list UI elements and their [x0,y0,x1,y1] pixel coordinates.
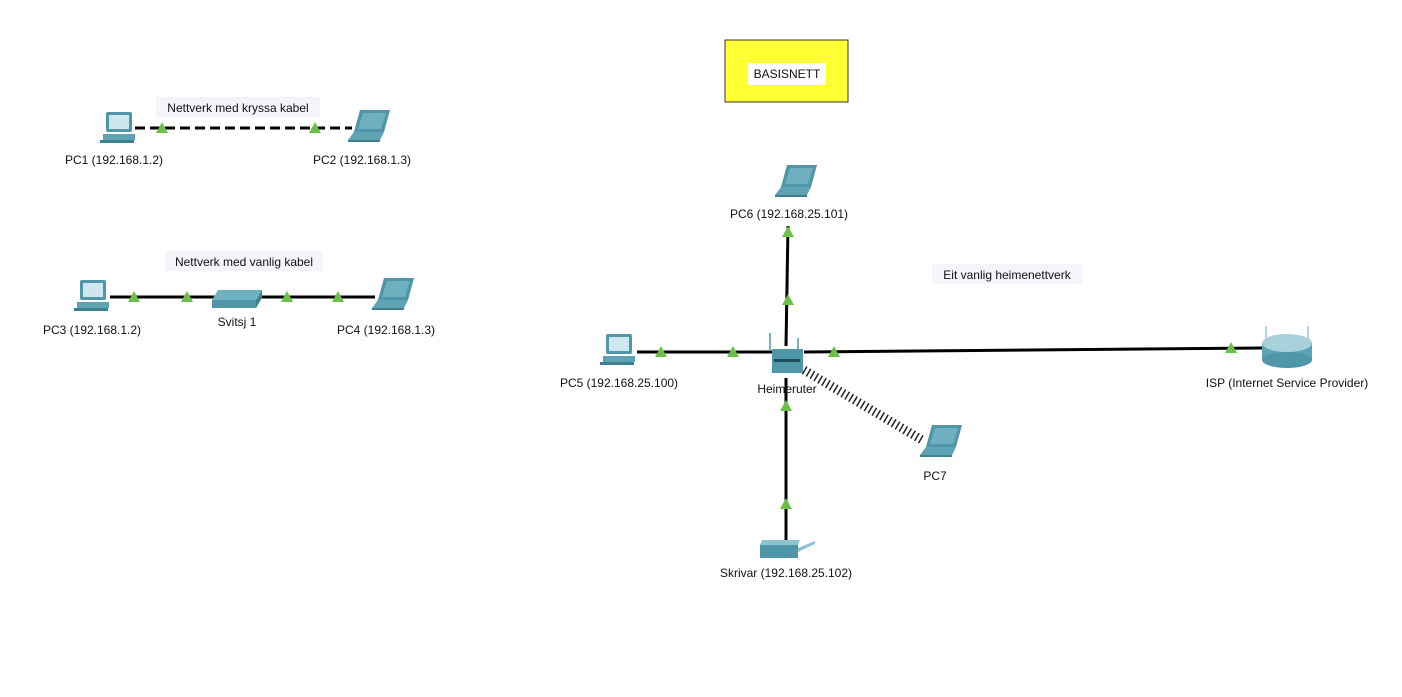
link-indicator [281,291,293,302]
pc1-label: PC1 (192.168.1.2) [65,153,163,167]
note-home: Eit vanlig heimenettverk [943,268,1071,282]
isp-router-icon[interactable] [1262,326,1312,368]
pc6-laptop-icon[interactable] [775,165,817,197]
router-label: Heimeruter [757,382,816,396]
switch1-switch-icon[interactable] [212,290,262,308]
pc5-label: PC5 (192.168.25.100) [560,376,678,390]
wireless-link-pc7[interactable] [801,366,925,444]
link-indicator [828,346,840,357]
link-indicator [128,291,140,302]
link-indicator [1225,342,1237,353]
note-crossover-bg [156,97,320,117]
pc4-laptop-icon[interactable] [372,278,414,310]
pc5-desktop-pc-icon[interactable] [600,334,635,365]
link-indicator [181,291,193,302]
router-wireless-router-icon[interactable] [769,333,803,373]
note-home-bg [932,264,1082,284]
link-indicator [780,498,792,509]
pc7-laptop-icon[interactable] [920,425,962,457]
link-indicator [655,346,667,357]
pc3-desktop-pc-icon[interactable] [74,280,109,311]
pc6-label: PC6 (192.168.25.101) [730,207,848,221]
note-straight-bg [165,251,323,271]
note-straight: Nettverk med vanlig kabel [175,255,313,269]
cable-router-pc6[interactable] [784,225,790,347]
link-indicator [309,122,321,133]
isp-label: ISP (Internet Service Provider) [1206,376,1369,390]
link-indicator [727,346,739,357]
cable-router-isp[interactable] [803,346,1263,354]
pc4-label: PC4 (192.168.1.3) [337,323,435,337]
pc3-label: PC3 (192.168.1.2) [43,323,141,337]
pc2-label: PC2 (192.168.1.3) [313,153,411,167]
link-indicator [782,226,794,237]
note-crossover: Nettverk med kryssa kabel [167,101,308,115]
title-label: BASISNETT [754,67,821,81]
title-label-bg [748,63,826,85]
pc1-desktop-pc-icon[interactable] [100,112,135,143]
link-indicator [782,294,794,305]
link-indicator [780,400,792,411]
link-indicator [332,291,344,302]
switch1-label: Svitsj 1 [218,315,257,329]
printer-label: Skrivar (192.168.25.102) [720,566,852,580]
printer-icon[interactable] [760,540,815,558]
link-indicator [156,122,168,133]
pc7-label: PC7 [923,469,947,483]
pc2-laptop-icon[interactable] [348,110,390,142]
